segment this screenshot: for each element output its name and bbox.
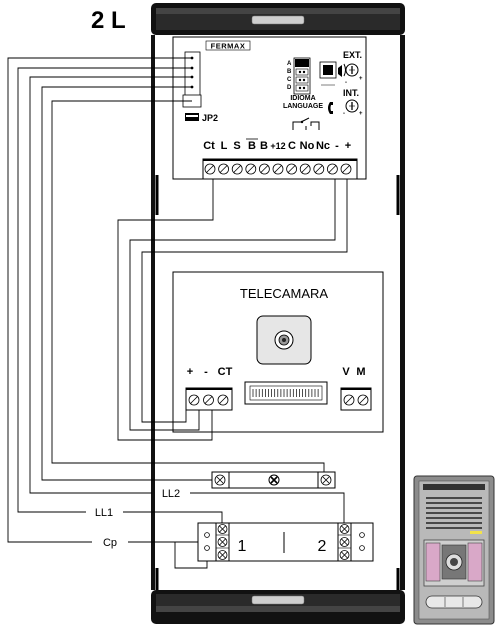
terminal-screw-slot	[274, 165, 282, 173]
cam-left-screw-slot	[190, 396, 198, 404]
camera-connector	[244, 381, 328, 405]
terminal-label-l: L	[221, 140, 228, 152]
terminal-screw-slot	[287, 165, 296, 173]
bus-right-screw-cross	[341, 525, 348, 533]
terminal-label-12: +12	[270, 141, 285, 151]
terminal-label-no: No	[300, 140, 315, 152]
ext-plus: +	[359, 76, 363, 82]
wire-label-ll2: LL2	[162, 488, 180, 500]
terminal-label-s: S	[233, 140, 240, 152]
brand-logo: FERMAX	[211, 42, 246, 51]
terminal-labels: Ct L S B B +12 C No Nc - +	[203, 138, 351, 152]
relay-symbol	[292, 117, 320, 130]
volume-ext-label: EXT.	[343, 50, 362, 60]
wire-label-ll1: LL1	[95, 507, 113, 519]
terminal-screw-slot	[219, 165, 228, 173]
terminal-label-b1: B	[248, 140, 256, 152]
dip-label-language: LANGUAGE	[283, 103, 323, 110]
top-screw-slot	[251, 15, 305, 25]
terminal-screw-slot	[206, 165, 214, 173]
bus-terminal-block: 1 2	[197, 522, 374, 562]
cam-terminal-label-minus: -	[204, 366, 208, 378]
terminal-strip	[202, 158, 358, 180]
terminal-screw-slot	[233, 165, 241, 173]
cam-terminal-label-plus: +	[187, 366, 193, 378]
dip-letter-b: B	[287, 69, 292, 75]
volume-int-label: INT.	[343, 88, 359, 98]
audio-module: FERMAX JP2 A B C D IDIOMA	[172, 36, 367, 180]
terminal-label-c: C	[288, 140, 296, 152]
cam-right-screw-slot	[359, 396, 367, 404]
jp2-label: JP2	[202, 113, 218, 123]
wires	[7, 57, 348, 569]
cam-left-screw-slot	[219, 396, 227, 404]
terminal-screw-slot	[260, 165, 269, 173]
camera-terminal-strip-left	[185, 387, 233, 411]
cam-left-screw-slot	[204, 396, 213, 404]
terminal-screw-slot	[301, 165, 309, 173]
terminal-screw-slot	[328, 165, 337, 173]
door-panel-thumbnail	[413, 475, 495, 625]
camera-module: TELECAMARA + - CT V M	[172, 271, 384, 433]
bus-right-screw-cross	[341, 538, 348, 546]
dip-letter-a: A	[287, 61, 292, 67]
cam-terminal-label-v: V	[342, 366, 350, 378]
cam-right-screw-slot	[345, 396, 353, 404]
camera-title: TELECAMARA	[240, 286, 328, 301]
camera-lens-icon	[256, 315, 312, 365]
bus-right-screw-cross	[341, 551, 348, 559]
diagram-title: 2 L	[91, 7, 126, 34]
language-dip-switch: A B C D IDIOMA LANGUAGE	[283, 57, 323, 110]
cam-terminal-label-m: M	[356, 366, 365, 378]
ext-minus: -	[345, 80, 347, 86]
terminal-label-minus: -	[335, 140, 339, 152]
terminal-label-plus: +	[345, 140, 351, 152]
bottom-screw-slot	[251, 595, 305, 605]
terminal-screw-slot	[342, 165, 350, 173]
bus-left-screw-cross	[219, 525, 226, 533]
dip-letter-d: D	[287, 85, 292, 91]
lock-bar	[211, 471, 336, 489]
terminal-label-b2: B	[260, 140, 268, 152]
terminal-screw-slot	[247, 165, 255, 173]
terminal-label-ct: Ct	[203, 140, 215, 152]
wire-label-cp: Cp	[103, 537, 117, 549]
int-plus: +	[359, 111, 363, 117]
bus-terminal-1: 1	[238, 538, 247, 555]
bus-terminal-2: 2	[318, 538, 327, 555]
dip-letter-c: C	[287, 77, 292, 83]
camera-terminal-strip-right	[340, 387, 372, 411]
terminal-screw-slot	[315, 165, 323, 173]
bus-left-screw-cross	[219, 538, 226, 546]
handset-icon	[328, 102, 333, 114]
bus-left-screw-cross	[219, 551, 226, 559]
cam-terminal-label-ct: CT	[218, 366, 233, 378]
dip-label-idioma: IDIOMA	[290, 95, 315, 102]
int-minus: -	[343, 111, 345, 117]
terminal-label-nc: Nc	[316, 140, 330, 152]
